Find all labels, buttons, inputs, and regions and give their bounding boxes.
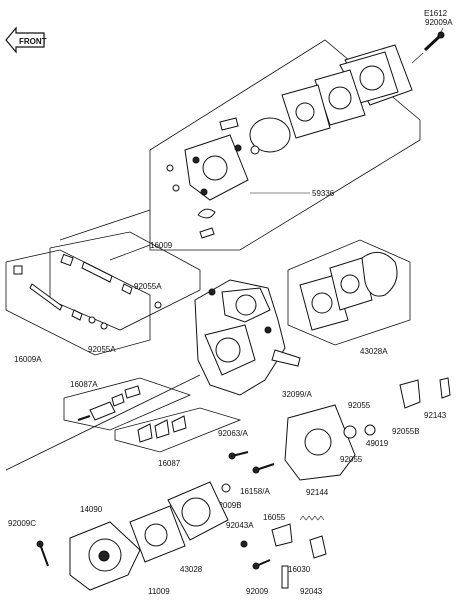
label-16009: 16009 <box>150 241 173 250</box>
label-92009: 92009 <box>246 587 269 596</box>
screw-92063A <box>228 451 249 460</box>
label-92055-b: 92055 <box>340 455 363 464</box>
label-16087A: 16087A <box>70 380 98 389</box>
label-92055B: 92055B <box>392 427 420 436</box>
gasket-11009 <box>129 505 186 563</box>
jet-box-16009A <box>5 249 151 356</box>
label-16030: 16030 <box>288 565 311 574</box>
pump-cover-box <box>59 31 445 261</box>
front-label: FRONT <box>19 37 47 46</box>
label-92043: 92043 <box>300 587 323 596</box>
front-arrow-icon: FRONT <box>5 26 47 54</box>
label-92043A: 92043A <box>226 521 254 530</box>
label-16055: 16055 <box>263 513 286 522</box>
screw-16158A <box>252 463 275 474</box>
label-16158A: 16158/A <box>240 487 270 496</box>
pump-body-right <box>284 377 451 481</box>
diagram-id: E1612 <box>424 9 448 18</box>
diaphragm-43028 <box>167 481 229 541</box>
screw-92009B <box>221 483 231 493</box>
screw-92009 <box>252 559 271 570</box>
label-43028: 43028 <box>180 565 203 574</box>
diaphragm-14090 <box>69 521 141 591</box>
label-92144: 92144 <box>306 488 329 497</box>
label-92009A: 92009A <box>425 18 453 27</box>
label-92009B: 92009B <box>214 501 242 510</box>
label-32099A: 32099/A <box>282 390 312 399</box>
carburetor-body <box>194 279 301 396</box>
label-49019: 49019 <box>366 439 389 448</box>
label-16087: 16087 <box>158 459 181 468</box>
label-92063A: 92063/A <box>218 429 248 438</box>
gasket-box-43028A <box>287 239 411 346</box>
valve-box-16087 <box>114 407 242 453</box>
label-92055A-top: 92055A <box>134 282 162 291</box>
label-14090: 14090 <box>80 505 103 514</box>
label-43028A: 43028A <box>360 347 388 356</box>
pin-92043 <box>281 565 289 589</box>
label-92055: 92055 <box>348 401 371 410</box>
label-11009: 11009 <box>148 587 170 596</box>
label-92143: 92143 <box>424 411 447 420</box>
spring-92144 <box>299 515 325 521</box>
label-92055A-bot: 92055A <box>88 345 116 354</box>
label-92009C: 92009C <box>8 519 36 528</box>
label-59336: 59336 <box>312 189 335 198</box>
screw-92009C <box>36 540 49 567</box>
valve-box-16087A <box>63 377 192 431</box>
label-16009A: 16009A <box>14 355 42 364</box>
